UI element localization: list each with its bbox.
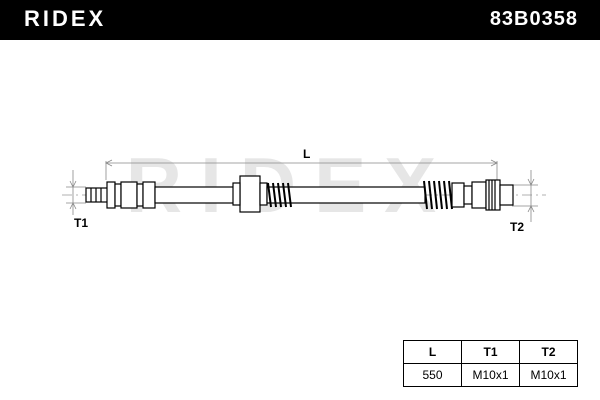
spring-guard-right: [423, 180, 453, 210]
right-fitting: [451, 179, 514, 211]
left-fitting: [85, 181, 156, 209]
header-t2: T2: [519, 340, 578, 364]
t1-label: T1: [74, 216, 89, 230]
t1-dimension: [66, 170, 86, 215]
value-t1: M10x1: [461, 363, 520, 387]
spec-table: L T1 T2 550 M10x1 M10x1: [403, 340, 578, 387]
header-bar: RIDEX 83B0358: [0, 0, 600, 40]
header-t1: T1: [461, 340, 520, 364]
hose-body: [154, 175, 426, 213]
spring-guard-left: [267, 182, 292, 208]
spec-table-header-row: L T1 T2: [403, 340, 578, 364]
watermark: RIDEX: [126, 141, 454, 229]
spec-table-value-row: 550 M10x1 M10x1: [403, 363, 578, 387]
value-length: 550: [403, 363, 462, 387]
t2-label: T2: [510, 220, 525, 234]
t2-dimension: [512, 170, 538, 222]
brake-hose-drawing: RIDEX: [62, 141, 546, 229]
value-t2: M10x1: [519, 363, 578, 387]
length-label: L: [303, 147, 311, 161]
header-length: L: [403, 340, 462, 364]
length-dimension: [105, 159, 498, 180]
part-number: 83B0358: [489, 8, 578, 30]
brand-logo: RIDEX: [24, 6, 107, 31]
